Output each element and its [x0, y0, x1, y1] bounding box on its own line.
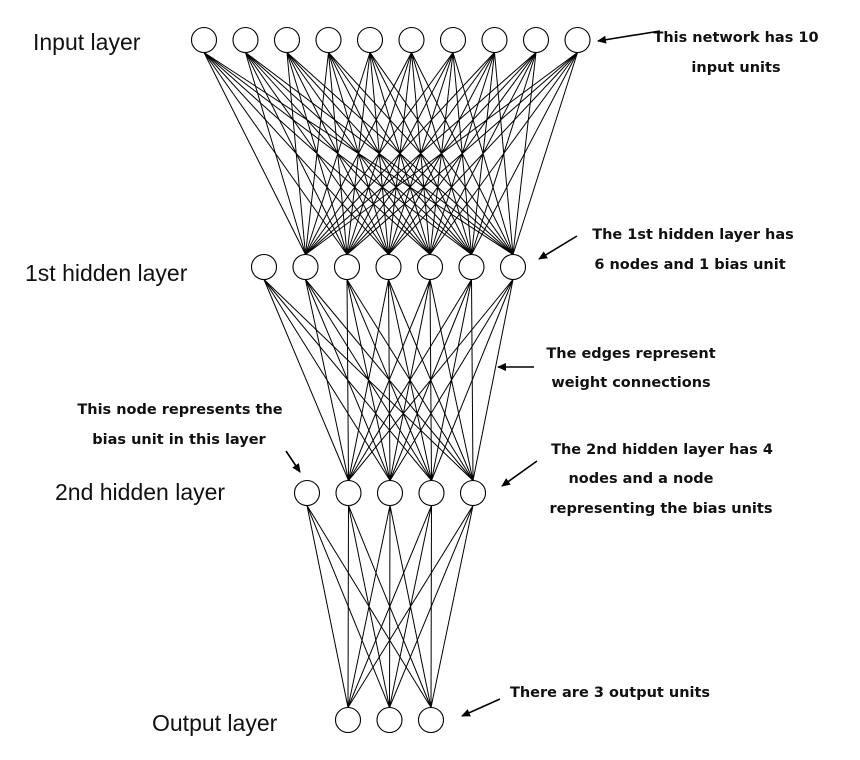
input-node: [190, 26, 218, 54]
annotation-output: There are 3 output units: [461, 685, 710, 717]
arrow-icon: [501, 460, 538, 487]
weight-edge: [347, 505, 474, 708]
weight-edge: [512, 52, 578, 255]
annotation-text-line: This network has 10: [653, 30, 818, 46]
weight-edge: [429, 52, 578, 255]
weight-edge: [286, 52, 306, 255]
hidden1-node: [416, 253, 444, 281]
input-node: [481, 26, 508, 54]
arrow-icon: [461, 698, 501, 717]
hidden1-node: [499, 253, 527, 281]
hidden1-layer-label: 1st hidden layer: [25, 260, 188, 286]
weight-edge: [346, 279, 349, 481]
output-node: [376, 706, 403, 734]
annotation-text-line: representing the bias units: [550, 501, 773, 517]
weight-edge: [305, 52, 537, 255]
hidden2-node: [459, 479, 487, 507]
hidden2-bias-node: [293, 479, 321, 507]
weight-edge: [305, 52, 412, 255]
annotation-text-line: weight connections: [551, 375, 710, 391]
hidden1-node: [375, 253, 402, 281]
input-node: [356, 26, 384, 54]
hidden2-layer-label: 2nd hidden layer: [55, 479, 225, 505]
input-node: [273, 26, 301, 54]
annotation-text-line: nodes and a node: [568, 471, 713, 487]
input-node: [315, 26, 342, 54]
hidden1-node: [458, 253, 485, 281]
input-node: [522, 26, 550, 54]
annotation-text-line: input units: [691, 60, 780, 76]
weight-edges: [203, 52, 578, 708]
hidden1-node: [292, 253, 319, 281]
annotation-text-line: bias unit in this layer: [92, 432, 266, 448]
weight-edge: [347, 505, 391, 708]
hidden2-node: [335, 479, 362, 507]
weight-edge: [305, 52, 454, 255]
output-layer-label: Output layer: [152, 710, 278, 736]
input-node: [398, 26, 425, 54]
annotation-text-line: The edges represent: [546, 346, 715, 362]
weight-edge: [305, 52, 329, 255]
weight-edge: [305, 52, 495, 255]
annotation-edges: The edges represent weight connections: [497, 346, 716, 391]
weight-edge: [388, 52, 578, 255]
weight-edge: [471, 52, 578, 255]
annotation-hidden2: The 2nd hidden layer has 4 nodes and a n…: [501, 442, 773, 517]
arrow-icon: [597, 30, 661, 44]
weight-edge: [346, 52, 578, 255]
input-layer-label: Input layer: [33, 29, 141, 55]
annotation-text-line: This node represents the: [77, 402, 282, 418]
weight-edge: [263, 279, 349, 481]
annotation-hidden1: The 1st hidden layer has 6 nodes and 1 b…: [538, 227, 794, 273]
output-node: [334, 706, 362, 734]
weight-edge: [348, 279, 514, 481]
arrow-icon: [285, 450, 301, 473]
annotation-text-line: The 2nd hidden layer has 4: [551, 442, 773, 458]
arrow-icon: [538, 235, 578, 260]
weight-edge: [245, 52, 306, 255]
hidden1-node: [333, 253, 361, 281]
weight-edge: [347, 505, 432, 708]
weight-edge: [389, 279, 514, 481]
weight-edge: [348, 279, 389, 481]
weight-edge: [348, 279, 431, 481]
weight-edge: [430, 505, 474, 708]
weight-edge: [347, 505, 349, 708]
annotation-text-line: 6 nodes and 1 bias unit: [594, 257, 785, 273]
annotation-bias: This node represents the bias unit in th…: [77, 402, 301, 473]
weight-edge: [203, 52, 306, 255]
weight-edge: [306, 505, 349, 708]
annotation-text-line: The 1st hidden layer has: [592, 227, 794, 243]
hidden2-node: [418, 479, 445, 507]
input-node: [564, 26, 591, 54]
annotation-input-units: This network has 10 input units: [597, 30, 819, 76]
hidden2-node: [376, 479, 404, 507]
output-node: [417, 706, 445, 734]
weight-edge: [431, 279, 514, 481]
hidden1-bias-node: [250, 253, 278, 281]
annotation-text-line: There are 3 output units: [510, 685, 710, 701]
input-node: [439, 26, 467, 54]
weight-edge: [305, 52, 371, 255]
weight-edge: [305, 279, 349, 481]
input-node: [232, 26, 259, 54]
weight-edge: [305, 52, 578, 255]
network-nodes: [190, 26, 591, 734]
weight-edge: [389, 505, 474, 708]
weight-edge: [348, 279, 472, 481]
weight-edge: [472, 279, 514, 481]
